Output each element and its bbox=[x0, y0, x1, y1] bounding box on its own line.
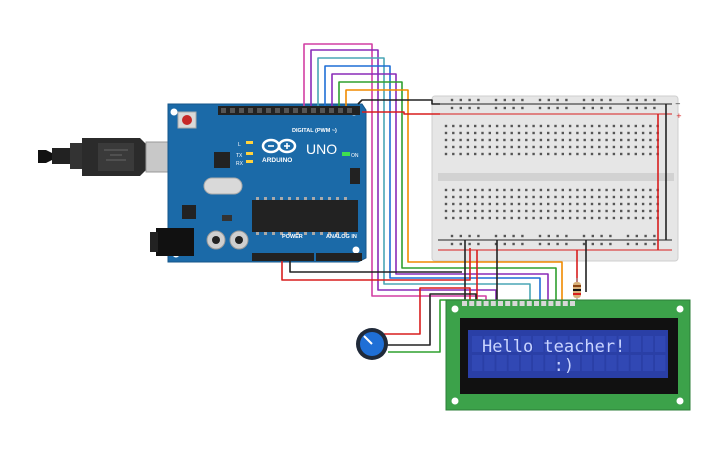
tx-label: TX bbox=[236, 153, 243, 159]
arduino-board: DIGITAL (PWM ~) TX RX L ARDUINO UNO ON bbox=[150, 103, 367, 263]
rail-plus-label: + bbox=[676, 112, 682, 120]
wire-pink bbox=[303, 43, 487, 304]
wire-purple bbox=[310, 49, 497, 304]
wire-red-power bbox=[281, 248, 471, 281]
potentiometer bbox=[356, 328, 388, 360]
usb-cable bbox=[38, 138, 171, 176]
l-label: L bbox=[238, 142, 241, 148]
brand-label: ARDUINO bbox=[262, 157, 292, 164]
wire-black-power bbox=[289, 261, 462, 273]
wire-red-top bbox=[362, 111, 440, 115]
lcd-pin-header bbox=[462, 301, 575, 306]
arduino-logo bbox=[261, 138, 297, 154]
wire-purple-2 bbox=[331, 73, 549, 304]
lcd-line-1: Hello teacher! bbox=[482, 337, 625, 357]
wire-teal bbox=[317, 57, 531, 304]
on-label: ON bbox=[351, 153, 359, 159]
model-label: UNO bbox=[306, 141, 337, 157]
wire-black-pot bbox=[386, 293, 477, 346]
rx-label: RX bbox=[236, 161, 244, 167]
lcd-line-2: :) bbox=[482, 356, 574, 376]
breadboard: + − bbox=[431, 95, 682, 262]
lcd-character-grid bbox=[472, 336, 666, 371]
digital-label: DIGITAL (PWM ~) bbox=[292, 128, 337, 134]
wire-green bbox=[338, 81, 557, 304]
rail-minus-label: − bbox=[675, 100, 681, 108]
lcd-module: Hello teacher! :) bbox=[445, 299, 691, 411]
power-label: POWER bbox=[282, 234, 303, 240]
breadboard-holes bbox=[444, 98, 659, 246]
wire-blue bbox=[324, 65, 541, 304]
wire-orange bbox=[345, 89, 563, 304]
analog-label: ANALOG IN bbox=[326, 234, 357, 240]
wire-black-top bbox=[357, 99, 440, 105]
